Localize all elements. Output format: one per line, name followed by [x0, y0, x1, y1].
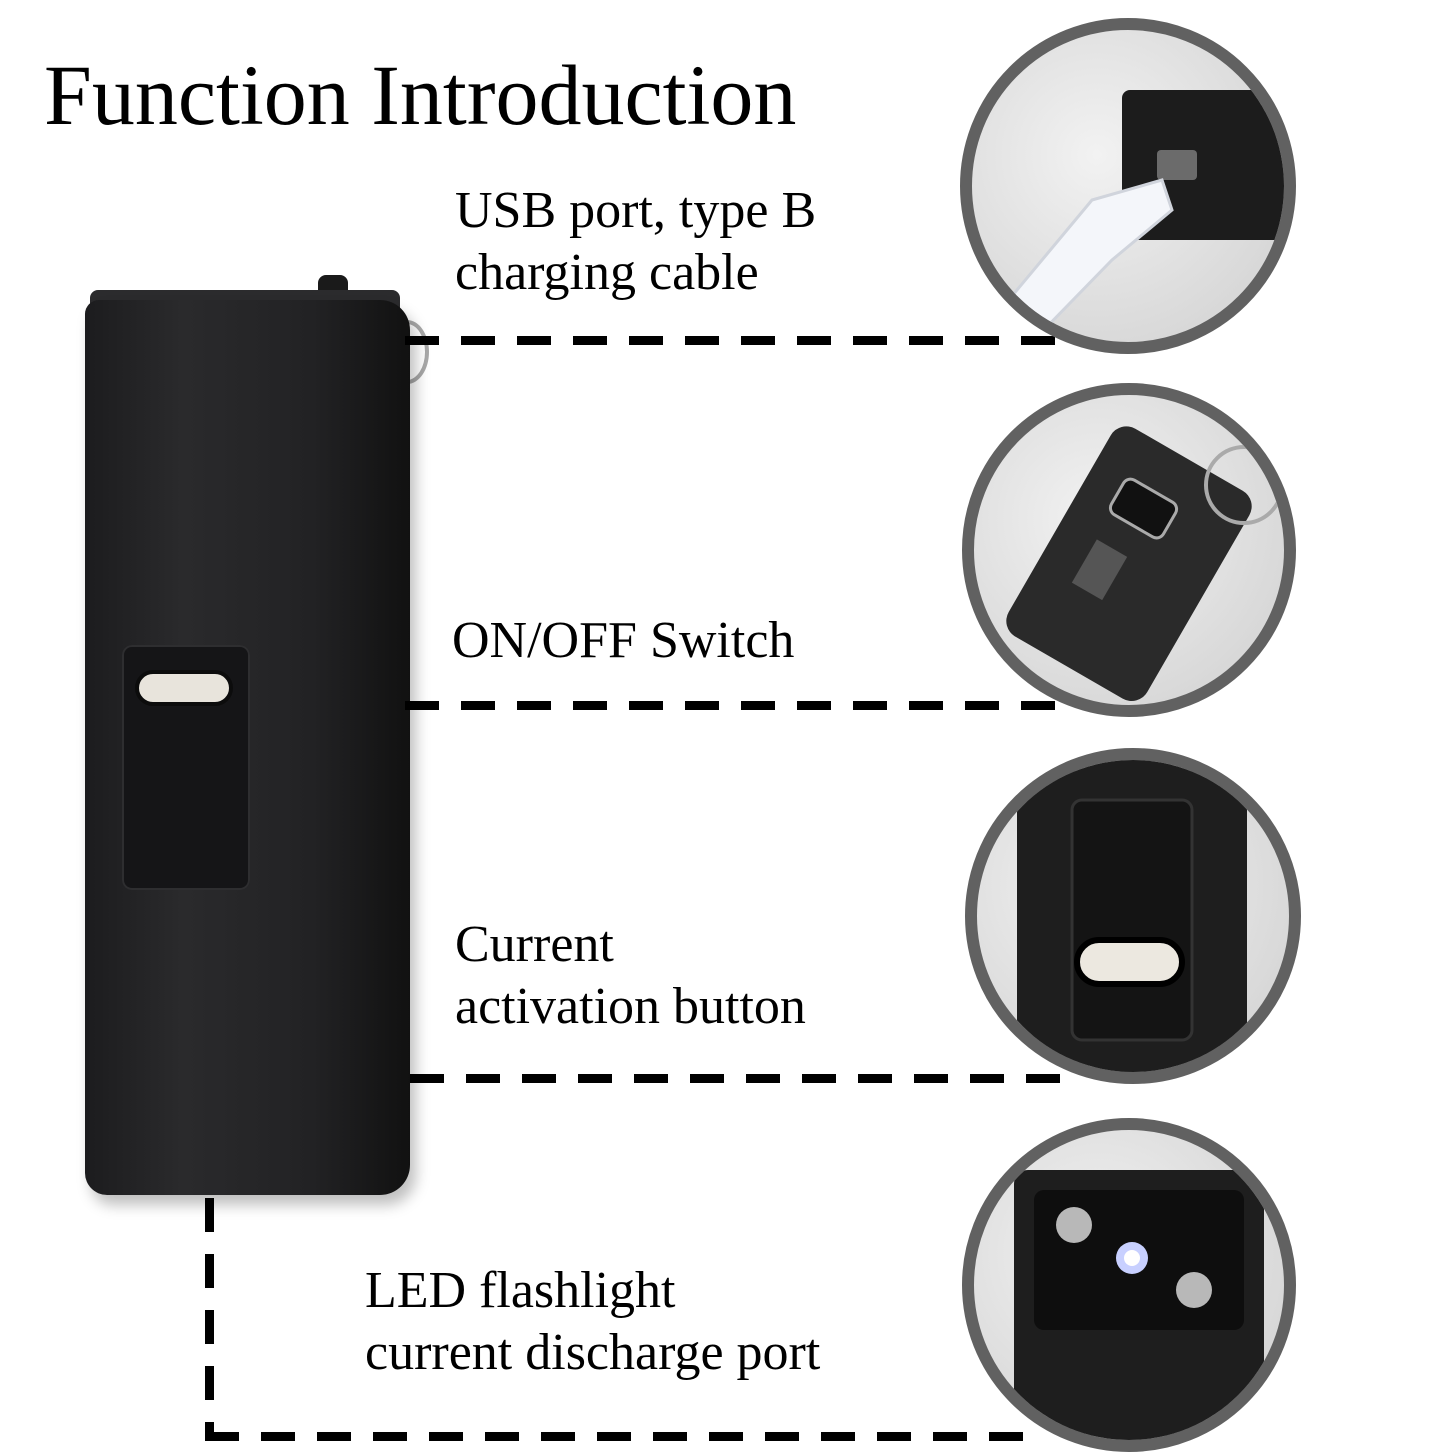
- leader-line-led: [205, 1432, 1045, 1441]
- feature-label-switch: ON/OFF Switch: [452, 610, 794, 672]
- label-line: charging cable: [455, 244, 759, 301]
- switch-detail-icon: [1006, 426, 1284, 701]
- led-detail-icon: [1014, 1170, 1264, 1440]
- feature-label-led: LED flashlight current discharge port: [365, 1260, 820, 1384]
- label-line: current discharge port: [365, 1324, 821, 1381]
- feature-label-usb: USB port, type B charging cable: [455, 180, 816, 304]
- label-line: USB port, type B: [455, 182, 817, 239]
- usb-cable-photo-icon: [960, 18, 1296, 354]
- leader-line-led-vertical: [205, 1198, 214, 1438]
- leader-line-activation: [410, 1074, 1065, 1083]
- power-switch-photo-icon: [962, 383, 1296, 717]
- led-discharge-port-photo-icon: [962, 1118, 1296, 1452]
- usb-detail-icon: [989, 90, 1284, 342]
- feature-label-activation: Current activation button: [455, 914, 806, 1038]
- page-title: Function Introduction: [44, 47, 797, 143]
- label-line: Current: [455, 916, 614, 973]
- activation-button-pill: [135, 670, 233, 706]
- label-line: ON/OFF Switch: [452, 612, 795, 669]
- label-line: LED flashlight: [365, 1262, 676, 1319]
- activation-detail-icon: [1017, 760, 1247, 1072]
- leader-line-usb: [405, 336, 1055, 345]
- label-line: activation button: [455, 978, 806, 1035]
- activation-button-photo-icon: [965, 748, 1301, 1084]
- leader-line-switch: [405, 701, 1060, 710]
